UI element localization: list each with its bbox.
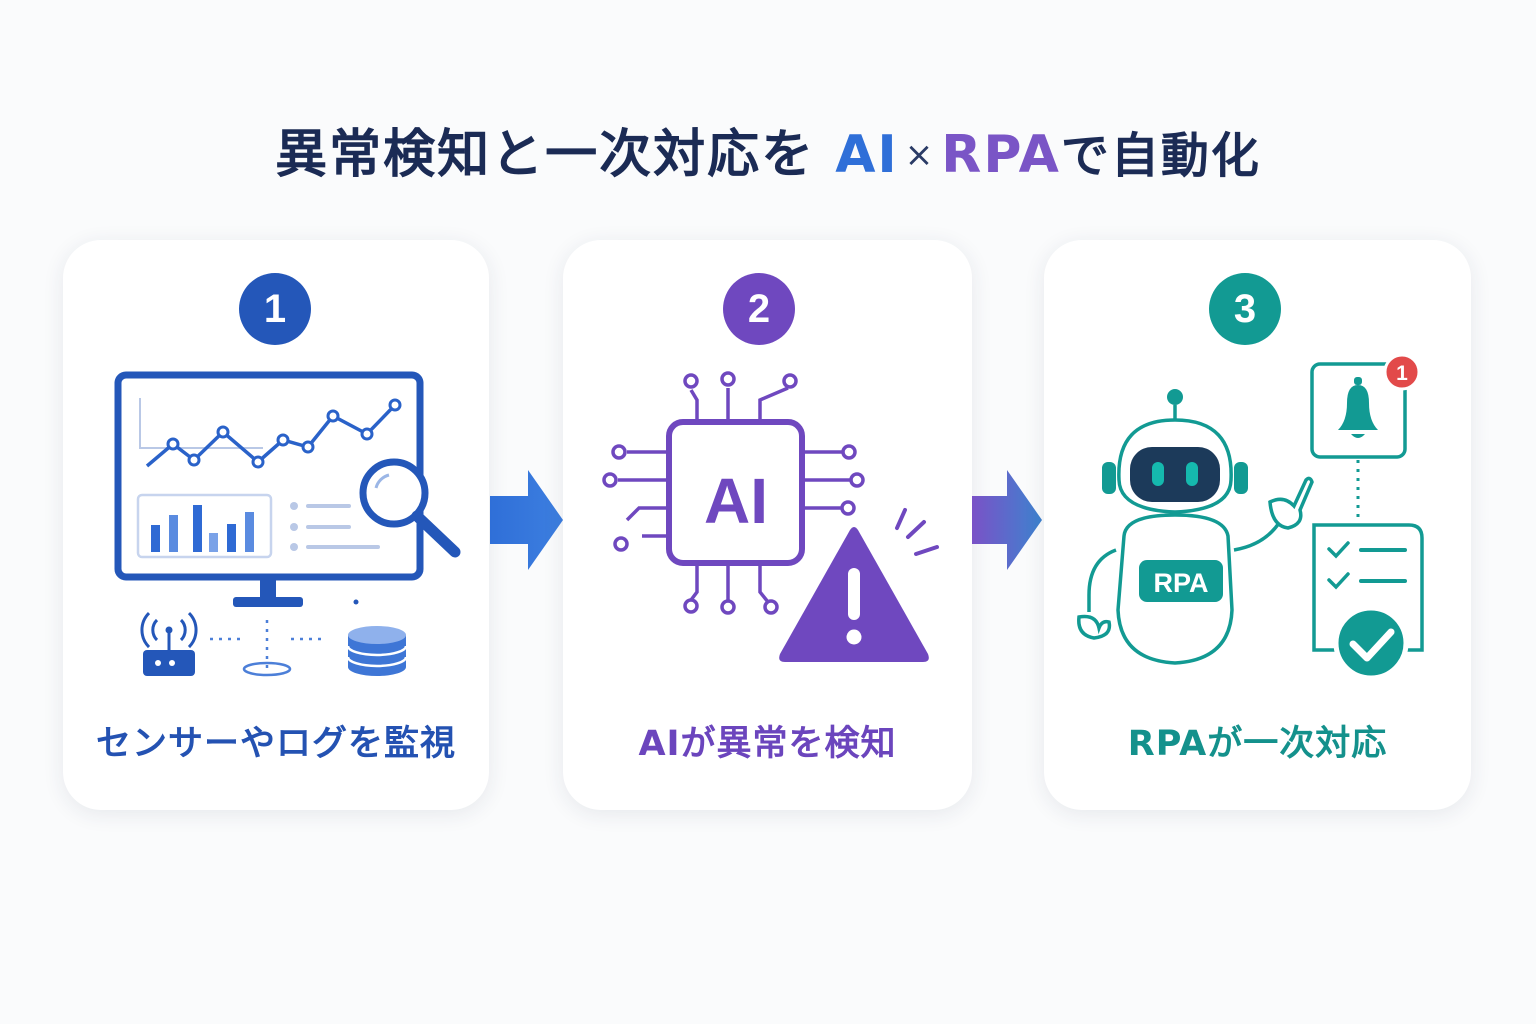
response-illustration: RPA 1 [1077, 353, 1424, 681]
bell-icon [1310, 362, 1407, 459]
robot-label: RPA [1153, 568, 1208, 598]
step-caption: AIが異常を検知 [638, 724, 897, 764]
line-chart-icon [139, 398, 402, 469]
step-caption: センサーやログを監視 [95, 724, 456, 764]
step-number-badge: 3 [1209, 273, 1281, 345]
step-number-badge: 2 [723, 273, 795, 345]
step-number-badge: 1 [239, 273, 311, 345]
title-suffix: で自動化 [1060, 128, 1261, 184]
step-caption: RPAが一次対応 [1127, 724, 1388, 764]
title-prefix: 異常検知と一次対応を [275, 125, 816, 185]
title-times: × [904, 135, 936, 175]
title-ai: AI [835, 125, 899, 185]
check-icon [1333, 605, 1409, 681]
ai-chip-icon [602, 371, 865, 615]
database-icon [346, 626, 408, 676]
chip-label: AI [704, 465, 768, 537]
step-card-monitor: 1 [63, 240, 489, 810]
detection-illustration: AI [602, 371, 939, 662]
magnifier-icon [359, 458, 461, 558]
notification-badge: 1 [1383, 353, 1421, 391]
step-card-detect: 2 AI AIが異常を検知 [563, 240, 972, 810]
list-lines [290, 502, 380, 551]
warning-icon [779, 508, 939, 662]
notification-count: 1 [1396, 362, 1408, 385]
arrow-right-icon [490, 470, 563, 570]
title-rpa: RPA [941, 125, 1061, 185]
sensor-icon [140, 611, 198, 676]
step-card-respond: 3 RPA [1044, 240, 1471, 810]
monitoring-illustration [114, 371, 461, 677]
bar-chart-icon [136, 493, 273, 559]
connection-lines [210, 620, 325, 668]
arrow-right-icon [972, 470, 1042, 570]
robot-icon [1077, 389, 1314, 665]
page-title: 異常検知と一次対応を AI×RPAで自動化 [0, 112, 1536, 187]
